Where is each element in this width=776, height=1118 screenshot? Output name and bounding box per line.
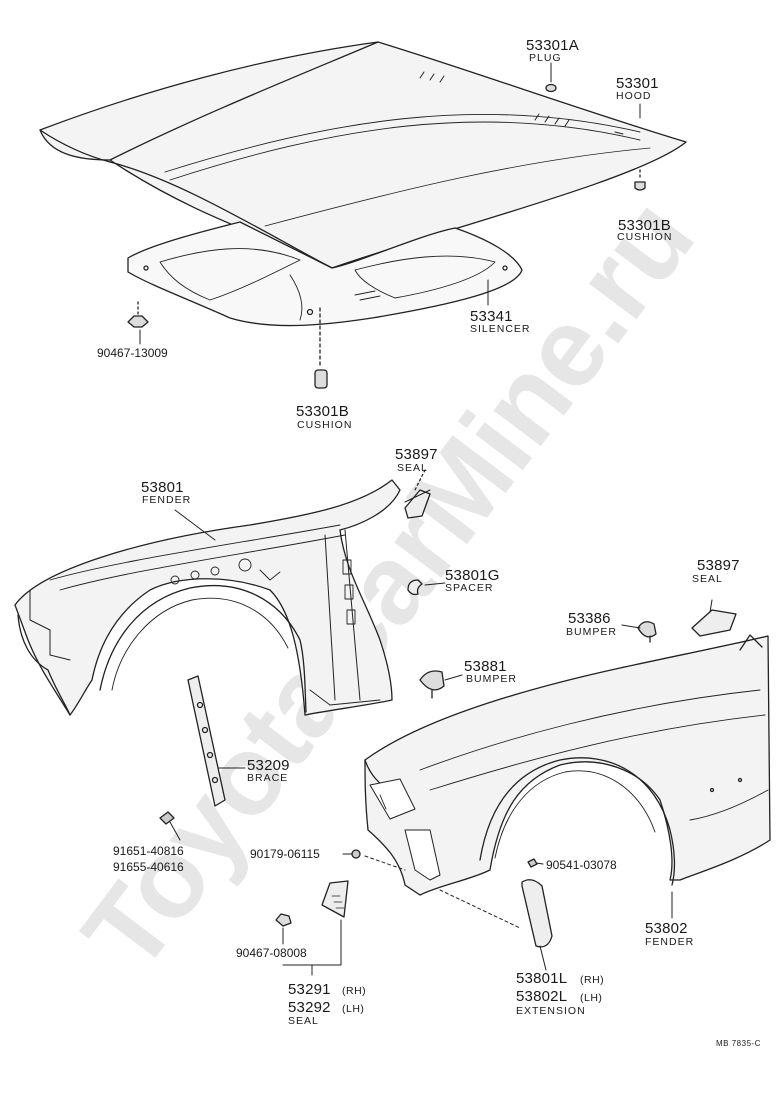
- part-number-53802L: 53802L: [516, 988, 568, 1005]
- footer-code: MB 7835-C: [716, 1039, 761, 1048]
- part-number-90467-13009: 90467-13009: [97, 346, 168, 360]
- bumper-53881: [419, 670, 445, 699]
- leader-lines: [139, 62, 713, 976]
- part-name-fender-right: FENDER: [645, 936, 695, 948]
- part-name-cushion-bottom: CUSHION: [297, 419, 353, 431]
- bumper-53386: [637, 621, 657, 643]
- part-number-53301A: 53301A: [526, 37, 579, 54]
- screw-90179: [351, 849, 361, 859]
- left-fender-drawing: [14, 479, 401, 716]
- part-name-silencer: SILENCER: [470, 323, 531, 335]
- clip-90467-13009: [127, 301, 149, 328]
- part-name-seal-53292: SEAL: [288, 1015, 319, 1027]
- side-lh-53802L: (LH): [580, 992, 603, 1004]
- part-name-bumper-53386: BUMPER: [566, 626, 617, 638]
- part-name-plug: PLUG: [529, 52, 562, 64]
- part-number-53801L: 53801L: [516, 970, 568, 987]
- part-name-fender-left: FENDER: [142, 494, 192, 506]
- extension-53801L: [521, 879, 553, 948]
- plug-53301A: [545, 83, 557, 93]
- part-number-53802: 53802: [645, 920, 688, 937]
- seal-53291: [321, 880, 349, 918]
- part-number-53301B-bottom: 53301B: [296, 403, 349, 420]
- part-name-seal-left: SEAL: [397, 462, 428, 474]
- part-number-90179-06115: 90179-06115: [250, 847, 320, 861]
- part-name-extension: EXTENSION: [516, 1005, 586, 1017]
- side-rh-53801L: (RH): [580, 974, 605, 986]
- part-number-53292: 53292: [288, 999, 331, 1016]
- part-number-53301: 53301: [616, 75, 659, 92]
- right-fender-drawing: [364, 634, 771, 896]
- silencer-drawing: [127, 221, 523, 327]
- part-name-cushion-top: CUSHION: [617, 231, 673, 243]
- clip-90467-08008: [275, 913, 292, 927]
- part-number-53341: 53341: [470, 308, 513, 325]
- part-number-53291: 53291: [288, 981, 331, 998]
- part-number-53209: 53209: [247, 757, 290, 774]
- part-name-bumper-53881: BUMPER: [466, 673, 517, 685]
- seal-53897-right: [691, 609, 737, 637]
- part-number-53801G: 53801G: [445, 567, 500, 584]
- part-name-seal-right: SEAL: [692, 573, 723, 585]
- part-number-53801: 53801: [141, 479, 184, 496]
- part-number-53386: 53386: [568, 610, 611, 627]
- side-rh-53291: (RH): [342, 985, 367, 997]
- hood-drawing: [39, 41, 687, 269]
- spacer-53801G: [407, 579, 423, 596]
- cushion-53301B-bottom: [314, 307, 328, 389]
- seal-53897-left: [404, 469, 431, 519]
- part-name-hood: HOOD: [616, 90, 652, 102]
- side-lh-53292: (LH): [342, 1003, 365, 1015]
- bolt-91651: [159, 811, 175, 825]
- part-number-91655-40616: 91655-40616: [113, 860, 184, 874]
- cushion-53301B-top: [634, 169, 646, 191]
- part-number-90541-03078: 90541-03078: [546, 858, 617, 872]
- part-name-brace: BRACE: [247, 772, 289, 784]
- part-number-53301B-top: 53301B: [618, 217, 671, 234]
- screw-90541: [527, 858, 538, 868]
- part-number-53897-right: 53897: [697, 557, 740, 574]
- part-name-spacer: SPACER: [445, 582, 494, 594]
- part-number-91651-40816: 91651-40816: [113, 844, 184, 858]
- part-number-90467-08008: 90467-08008: [236, 946, 307, 960]
- part-number-53881: 53881: [464, 658, 507, 675]
- part-number-53897-left: 53897: [395, 446, 438, 463]
- brace-53209: [187, 675, 226, 807]
